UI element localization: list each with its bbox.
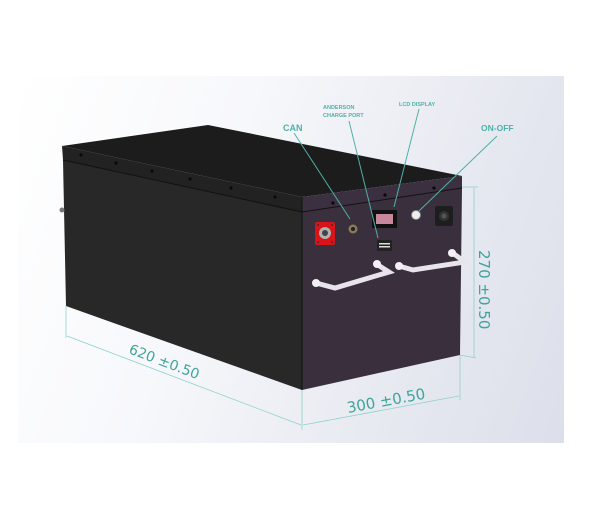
dimension-height: 270 ±0.50: [475, 250, 493, 329]
black-connector-icon: [435, 206, 453, 226]
handle-right: [395, 249, 472, 273]
callout-lcd-display: LCD DISPLAY: [399, 102, 435, 108]
lcd-display-icon: [372, 210, 397, 228]
callout-anderson-line1: ANDERSON: [323, 105, 355, 111]
side-bolt: [59, 207, 65, 213]
lid-front-band: [302, 176, 462, 212]
dimension-width: 300 ±0.50: [345, 385, 426, 417]
front-panel: [302, 188, 462, 390]
side-panel: [63, 160, 302, 390]
can-port-icon: [348, 224, 358, 234]
lid-top: [62, 125, 462, 197]
handle-left: [312, 260, 395, 291]
red-power-connector-icon: [315, 222, 335, 245]
anderson-charge-port-icon: [377, 240, 392, 251]
callout-can: CAN: [283, 123, 303, 133]
callout-leaders: [293, 108, 498, 239]
callout-on-off: ON-OFF: [481, 123, 514, 133]
lid-side-band: [62, 146, 302, 212]
callout-anderson-line2: CHARGE PORT: [323, 113, 364, 119]
dimension-lines: [65, 186, 478, 430]
lid-screws: [79, 153, 436, 205]
on-off-button-icon: [411, 210, 421, 220]
